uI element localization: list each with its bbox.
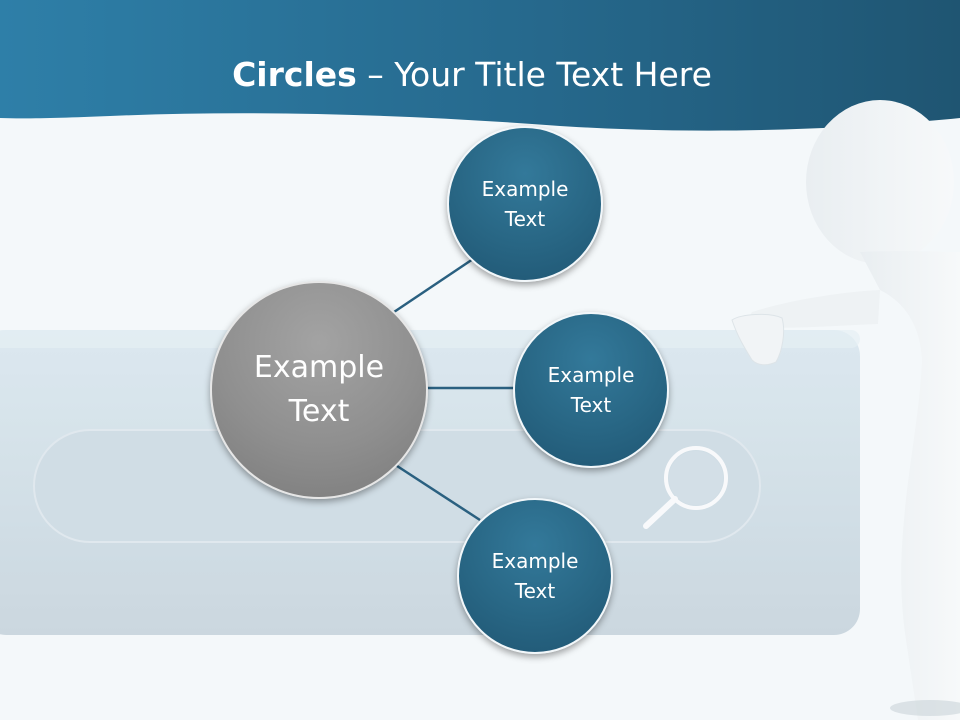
- magnifier-icon: [643, 446, 728, 529]
- title-bold-part: Circles: [232, 55, 357, 94]
- node-circle-1-label: Example Text: [481, 177, 569, 231]
- slide-title: Circles – Your Title Text Here: [0, 52, 944, 98]
- center-circle: Example Text: [210, 281, 428, 499]
- sofa-shape: [0, 330, 860, 635]
- node-circle-1: Example Text: [447, 126, 603, 282]
- node-circle-3-label: Example Text: [491, 549, 579, 603]
- connector-1: [393, 255, 477, 314]
- connectors: [393, 255, 516, 522]
- 3d-person-figure: [731, 100, 960, 720]
- node-circle-2-label: Example Text: [547, 363, 635, 417]
- node-circle-2: Example Text: [513, 312, 669, 468]
- title-rest-part: – Your Title Text Here: [356, 55, 712, 94]
- header-band: [0, 0, 960, 131]
- connector-3: [393, 462, 481, 522]
- node-circle-3: Example Text: [457, 498, 613, 654]
- center-circle-label: Example Text: [253, 350, 385, 429]
